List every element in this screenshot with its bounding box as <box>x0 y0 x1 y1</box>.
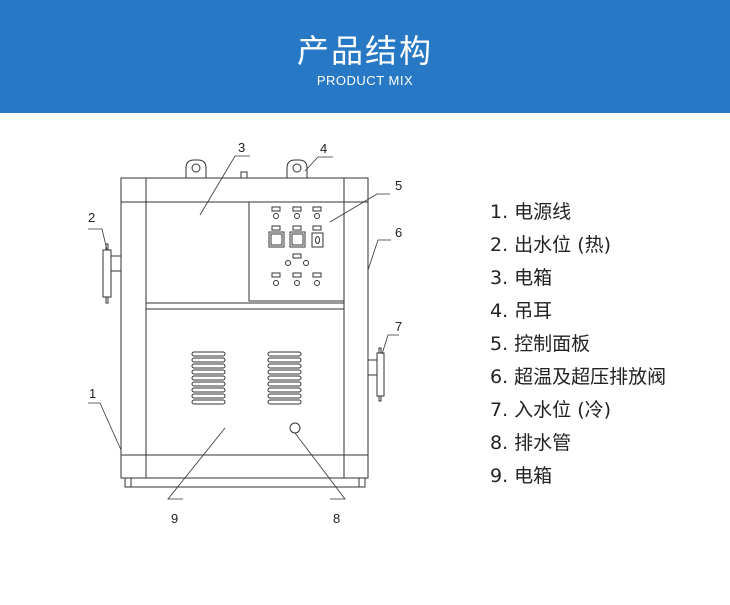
legend-item: 3. 电箱 <box>490 267 553 289</box>
leader-lines <box>88 155 399 500</box>
boiler-drawing: 1 2 3 4 5 6 7 8 9 <box>88 140 402 526</box>
control-panel <box>248 201 345 302</box>
callout-8: 8 <box>333 511 340 526</box>
legend-item: 6. 超温及超压排放阀 <box>490 366 667 388</box>
callout-2: 2 <box>88 210 95 225</box>
callout-7: 7 <box>395 319 402 334</box>
lifting-lug-left <box>185 159 207 178</box>
legend-item: 7. 入水位 (冷) <box>490 399 612 421</box>
legend-item: 9. 电箱 <box>490 465 553 487</box>
header-banner: 产品结构 PRODUCT MIX <box>0 0 730 113</box>
callout-6: 6 <box>395 225 402 240</box>
inner-frame <box>145 177 345 479</box>
top-nozzle <box>240 171 248 179</box>
callout-4: 4 <box>320 141 327 156</box>
callout-3: 3 <box>238 140 245 155</box>
vent-left <box>191 351 226 405</box>
base-skid <box>124 477 366 488</box>
legend-item: 1. 电源线 <box>490 201 572 223</box>
page-subtitle: PRODUCT MIX <box>316 73 414 88</box>
drain-outlet <box>289 422 301 434</box>
legend-item: 5. 控制面板 <box>490 333 591 355</box>
vent-right <box>267 351 302 405</box>
callout-5: 5 <box>395 178 402 193</box>
cold-water-inlet-pipe <box>367 347 385 402</box>
outer-frame <box>120 177 369 479</box>
callout-9: 9 <box>171 511 178 526</box>
legend-item: 2. 出水位 (热) <box>490 234 612 256</box>
legend-item: 8. 排水管 <box>490 432 572 454</box>
lifting-lug-right <box>286 159 308 178</box>
pressure-gauge <box>289 231 306 248</box>
page-title: 产品结构 <box>296 32 433 70</box>
parts-legend: 1. 电源线 2. 出水位 (热) 3. 电箱 4. 吊耳 5. 控制面板 6.… <box>490 196 725 493</box>
panel-switch <box>311 232 324 248</box>
product-structure-diagram: 1 2 3 4 5 6 7 8 9 <box>0 113 470 601</box>
hot-water-outlet-pipe <box>102 243 122 304</box>
temperature-gauge <box>268 231 285 248</box>
legend-item: 4. 吊耳 <box>490 300 553 322</box>
callout-1: 1 <box>89 386 96 401</box>
